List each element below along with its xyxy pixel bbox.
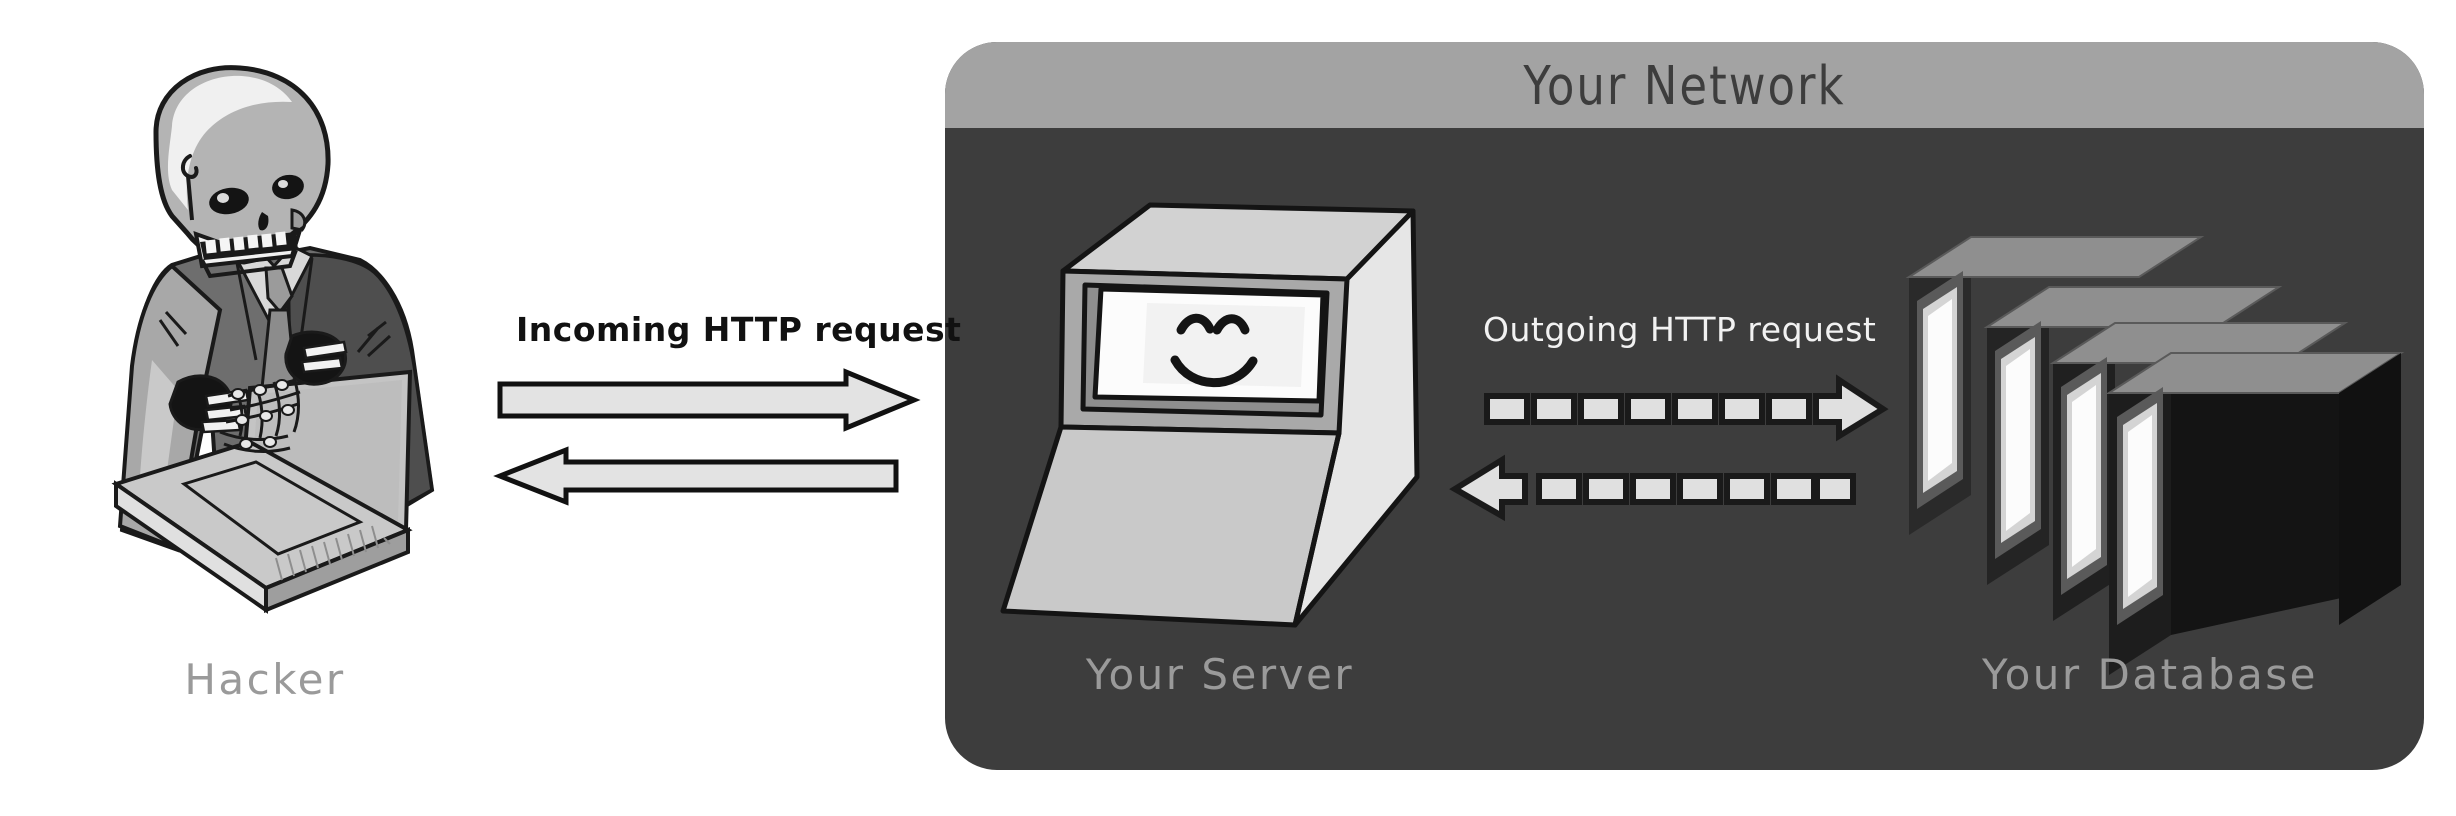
server-label: Your Server xyxy=(1085,650,1355,699)
incoming-request-label: Incoming HTTP request xyxy=(516,310,962,349)
outgoing-request-arrow xyxy=(1483,374,1889,442)
incoming-response-arrow xyxy=(493,446,899,506)
database-label: Your Database xyxy=(1982,650,2318,699)
network-header-bar: Your Network xyxy=(945,42,2424,128)
hacker-illustration xyxy=(60,60,480,620)
database-illustration xyxy=(1895,175,2415,675)
server-rack-stack-icon xyxy=(1905,236,2405,675)
incoming-request-arrow xyxy=(497,368,921,432)
outgoing-response-arrow xyxy=(1447,454,1857,522)
skeleton-hacker-laptop-icon xyxy=(111,65,435,614)
hacker-label: Hacker xyxy=(184,655,346,704)
smiling-computer-icon xyxy=(1000,202,1420,628)
server-illustration xyxy=(995,175,1425,628)
outgoing-request-label: Outgoing HTTP request xyxy=(1483,310,1877,349)
network-title: Your Network xyxy=(1523,53,1846,117)
